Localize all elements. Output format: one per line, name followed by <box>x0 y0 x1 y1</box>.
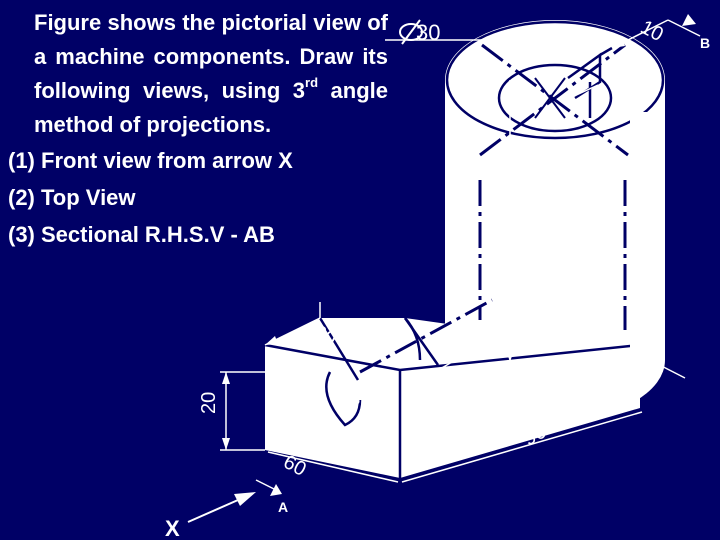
height-arrow-top <box>506 80 514 92</box>
problem-statement: Figure shows the pictorial view of a mac… <box>8 6 388 253</box>
slot-width-dimension: 10 <box>637 16 667 46</box>
section-marker-a: A <box>255 479 288 515</box>
length-extension <box>639 354 686 379</box>
base-width-dim-line <box>267 451 399 483</box>
view-arrow: X <box>165 492 256 540</box>
view-arrow-head-icon <box>234 492 256 506</box>
groove-length-leader <box>427 361 453 377</box>
base-height-arrow-bottom <box>222 438 230 450</box>
cylinder-top-edge <box>445 20 665 140</box>
section-a-line <box>255 479 277 491</box>
bore-dimension: 30 <box>416 20 440 45</box>
problem-item-top-view: (2) Top View <box>8 185 136 210</box>
length-dim-line <box>401 411 643 483</box>
base-height-dimension: 20 <box>198 392 220 414</box>
section-marker-b: B <box>667 14 710 51</box>
problem-item-front-view: (1) Front view from arrow X <box>8 148 293 173</box>
section-end-a-label: A <box>278 499 288 515</box>
slot-top-edge <box>599 46 613 57</box>
slot-width-arrow <box>612 38 625 48</box>
base-front-face <box>265 345 400 478</box>
base-block <box>265 318 640 478</box>
bore-circle <box>497 63 613 133</box>
cylinder-center-line-b <box>479 43 626 157</box>
problem-intro: Figure shows the pictorial view of a mac… <box>34 6 388 142</box>
view-arrow-label: X <box>165 516 180 540</box>
diameter-slash-icon <box>401 19 421 45</box>
problem-intro-text: Figure shows the pictorial view of a mac… <box>34 10 388 103</box>
base-side-face <box>400 345 640 478</box>
cylinder-center-line-a <box>481 43 629 157</box>
base-center-line <box>359 298 493 374</box>
problem-item-sectional-view: (3) Sectional R.H.S.V - AB <box>8 222 275 247</box>
groove-width-arrow <box>265 336 278 345</box>
section-a-arrow-icon <box>270 484 282 496</box>
height-arrow-bottom <box>506 350 514 362</box>
diameter-symbol-icon <box>399 23 423 41</box>
slot-width-leader <box>569 84 599 99</box>
radius-curve <box>325 371 362 427</box>
section-b-line <box>667 19 701 37</box>
groove-arc <box>404 317 422 361</box>
problem-intro-superscript: rd <box>305 75 319 90</box>
view-arrow-shaft <box>187 499 239 523</box>
groove-left-edge <box>318 317 360 381</box>
section-end-b-label: B <box>700 35 710 51</box>
height-dimension: 60 <box>525 230 547 252</box>
base-height-arrow-top <box>222 372 230 384</box>
section-b-arrow-icon <box>682 14 696 26</box>
cylinder-edge-mask <box>630 112 660 356</box>
problem-intro-tail: angle method of projections. <box>34 78 388 137</box>
